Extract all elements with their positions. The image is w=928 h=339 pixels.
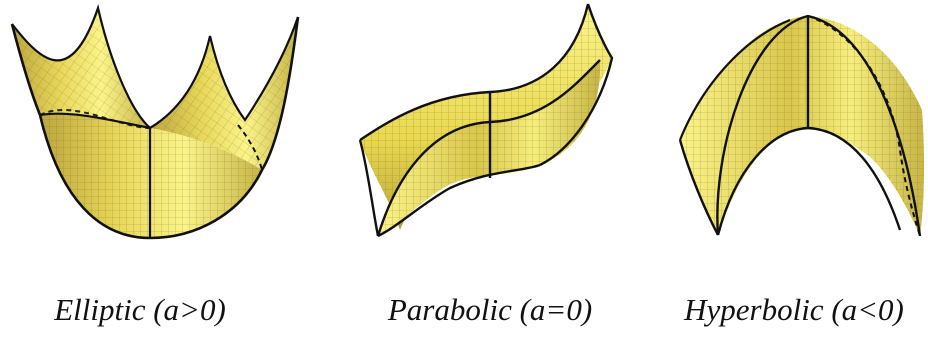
elliptic-surface [10, 4, 300, 240]
parabolic-bottom-edge [377, 163, 541, 238]
elliptic-back-edge-left [11, 4, 151, 129]
parabolic-right-edge [539, 3, 614, 167]
parabolic-top-edge [359, 3, 590, 141]
caption-hyperbolic: Hyperbolic (a<0) [684, 292, 904, 327]
hyperbolic-surface [678, 14, 925, 237]
hyperbolic-hidden-dashed [807, 15, 921, 237]
caption-elliptic: Elliptic (a>0) [54, 292, 226, 327]
parabolic-left-edge [358, 139, 380, 237]
elliptic-rim-front-left [39, 112, 151, 130]
hyperbolic-left-edge [678, 139, 720, 236]
hyperbolic-outer-mesh [680, 16, 925, 236]
elliptic-back-right-mesh [150, 17, 298, 170]
parabolic-surface [358, 3, 614, 238]
elliptic-back-left-mesh [12, 8, 150, 128]
caption-parabolic: Parabolic (a=0) [387, 292, 593, 327]
elliptic-rim-hidden [39, 109, 151, 129]
elliptic-rim-right-dashed [237, 124, 263, 171]
elliptic-back-edge-right [149, 16, 300, 129]
hyperbolic-left-back-edge [678, 18, 791, 141]
